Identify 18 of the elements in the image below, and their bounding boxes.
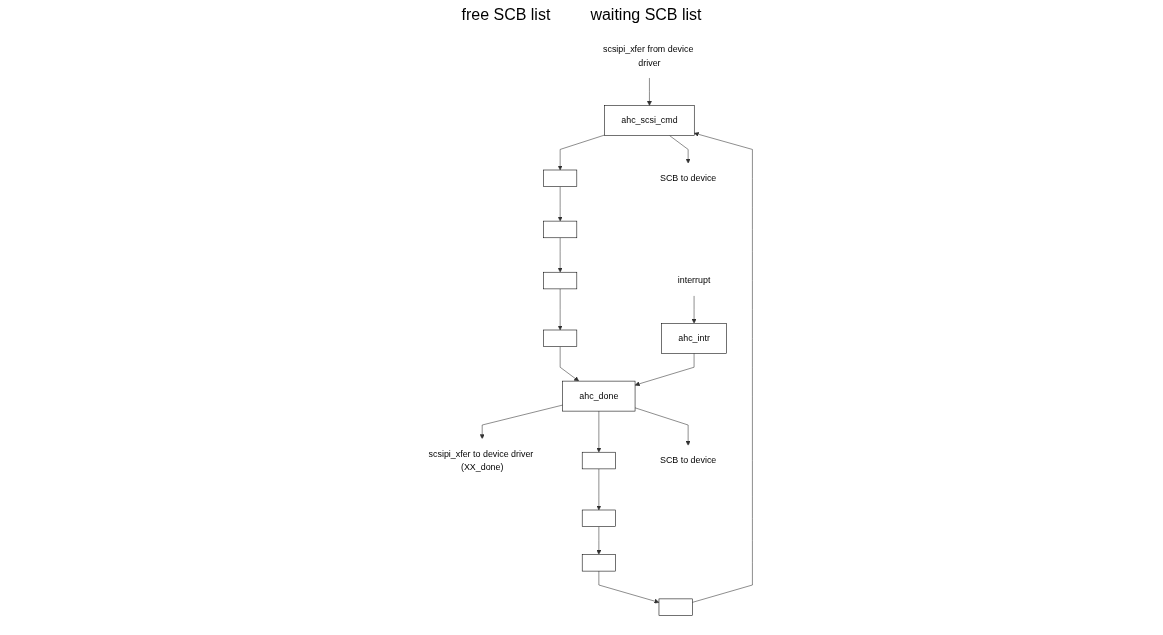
node-box <box>582 451 617 470</box>
node-box <box>543 169 578 187</box>
node-text: scsipi_xfer from device driver <box>603 44 694 68</box>
node-box: ahc_intr <box>661 323 728 354</box>
node-box <box>659 598 693 616</box>
node-box <box>543 329 578 347</box>
node-box <box>582 554 617 572</box>
node-box <box>543 220 578 239</box>
node-text: scsipi_xfer to device driver (XX_done) <box>428 448 534 472</box>
node-text: interrupt <box>678 275 711 285</box>
node-box <box>582 509 617 527</box>
list-label: waiting SCB list <box>590 6 702 24</box>
node-text: SCB to device <box>660 173 717 183</box>
node-box: ahc_done <box>562 380 636 412</box>
node-box <box>543 271 578 290</box>
node-text: SCB to device <box>660 455 717 465</box>
node-box: ahc_scsi_cmd <box>604 105 695 136</box>
list-label: free SCB list <box>461 6 551 24</box>
